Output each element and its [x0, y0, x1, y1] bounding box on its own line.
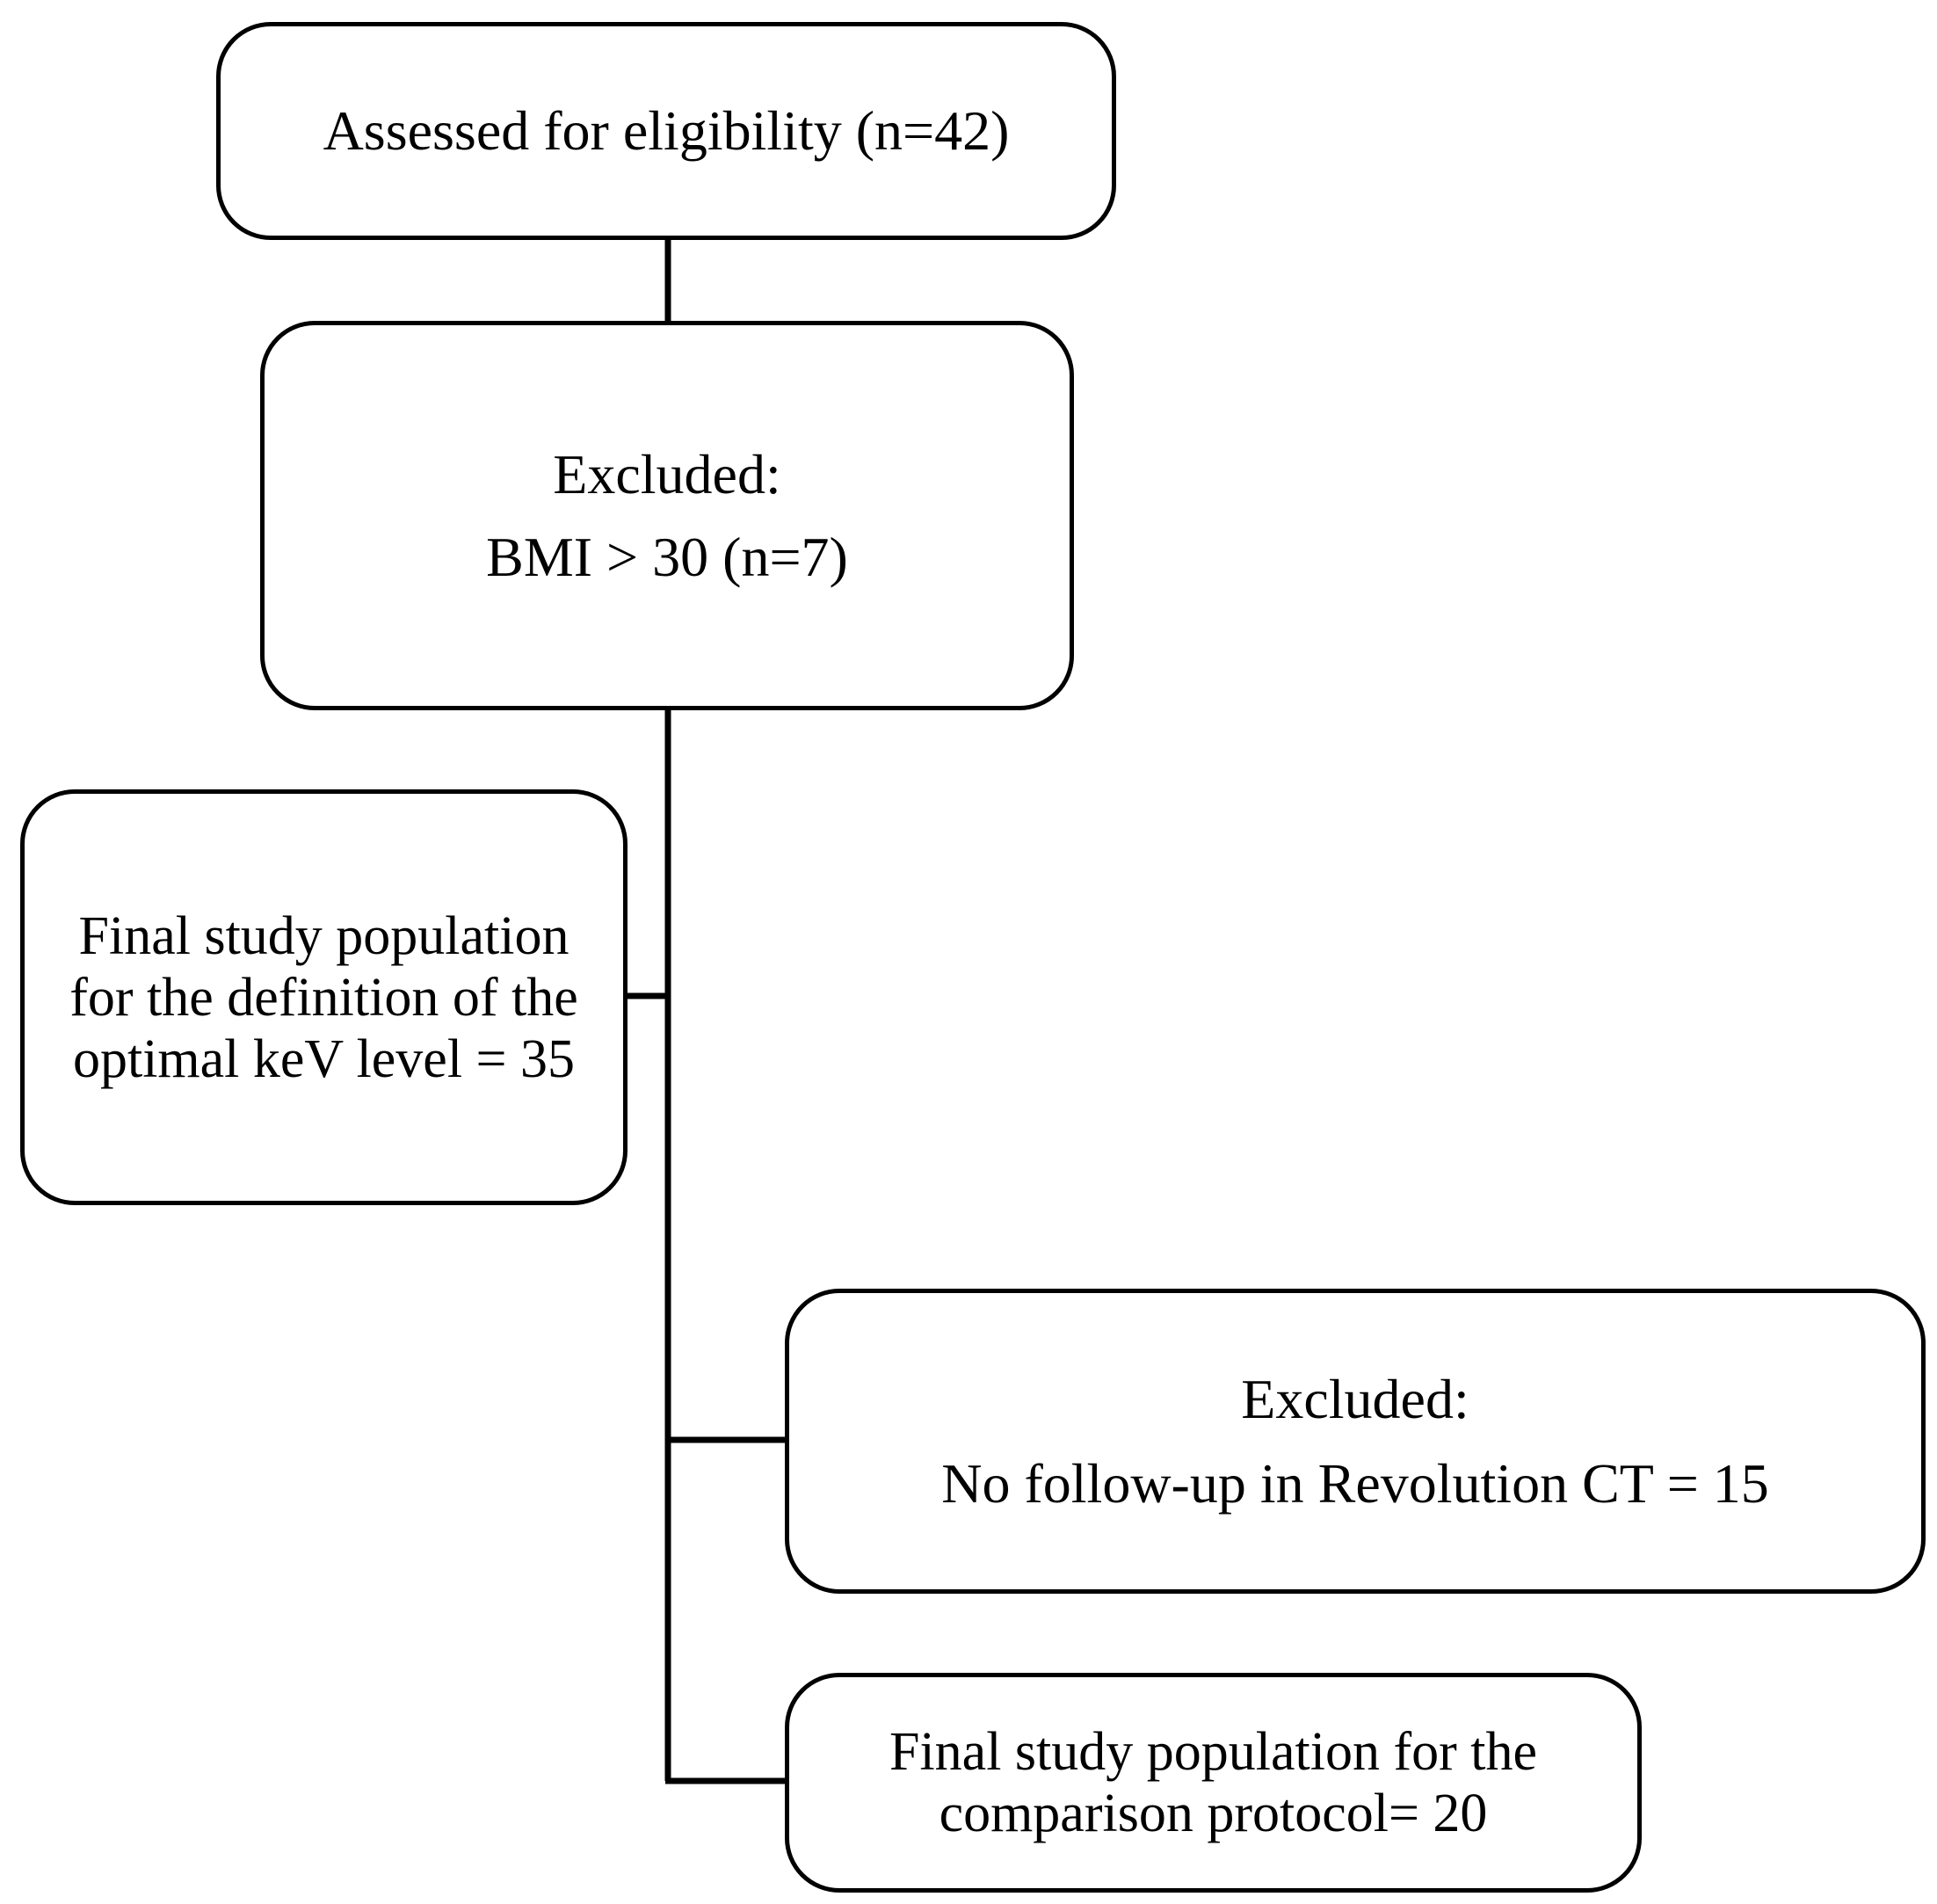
- box-excluded-followup: Excluded: No follow-up in Revolution CT …: [785, 1289, 1926, 1594]
- assessed-text: Assessed for eligibility (n=42): [323, 99, 1010, 162]
- excluded-bmi-heading: Excluded:: [553, 442, 781, 505]
- excluded-followup-reason: No follow-up in Revolution CT = 15: [941, 1451, 1769, 1515]
- final-comparison-line-1: Final study population for the: [889, 1722, 1538, 1782]
- box-final-population-kev: Final study population for the definitio…: [20, 789, 628, 1205]
- final-kev-line-1: Final study population: [78, 905, 569, 966]
- final-kev-line-2: for the definition of the: [69, 967, 578, 1028]
- box-excluded-bmi: Excluded: BMI > 30 (n=7): [260, 321, 1074, 710]
- final-kev-line-3: optimal keV level = 35: [72, 1028, 576, 1089]
- box-assessed-for-eligibility: Assessed for eligibility (n=42): [216, 22, 1116, 240]
- box-final-population-comparison: Final study population for the compariso…: [785, 1673, 1642, 1893]
- excluded-bmi-reason: BMI > 30 (n=7): [486, 525, 848, 588]
- excluded-followup-heading: Excluded:: [1241, 1367, 1469, 1430]
- final-comparison-line-2: comparison protocol= 20: [939, 1784, 1488, 1843]
